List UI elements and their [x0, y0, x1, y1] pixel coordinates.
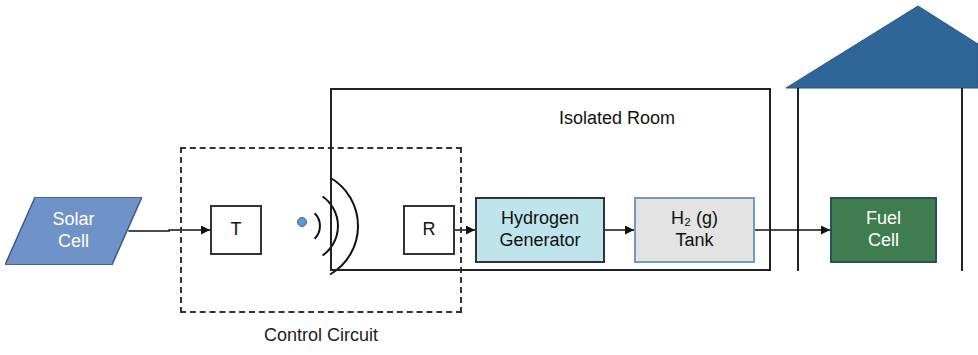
isolated-room: Isolated RoomHydrogen Generator H₂ (g) Ta… [330, 88, 771, 271]
flow-arrow [128, 230, 210, 231]
signal-wave [315, 213, 320, 238]
node-label: H₂ (g) Tank [659, 208, 731, 251]
fuel-cell: Fuel Cell [830, 197, 937, 263]
node-label: R [423, 219, 436, 241]
hydrogen-generator: Hydrogen Generator [475, 197, 605, 263]
flow-arrow [755, 229, 830, 231]
flow-arrow [455, 229, 475, 231]
node-label: Fuel Cell [856, 208, 912, 251]
node-label: Control Circuit [182, 325, 460, 347]
solar-cell-outline [5, 197, 142, 265]
node-label: Hydrogen Generator [484, 208, 596, 251]
node-label: Solar Cell [43, 209, 105, 252]
antenna-dot [298, 218, 307, 227]
hydrogen-tank: H₂ (g) Tank [634, 197, 755, 263]
house-roof [786, 6, 978, 88]
node-label: T [231, 219, 242, 241]
house-wall [797, 88, 799, 271]
solar-cell: Solar Cell [5, 197, 142, 265]
receiver-box: R [403, 205, 455, 255]
signal-wave [330, 178, 358, 275]
node-label: Isolated Room [465, 108, 769, 130]
control-circuit: Control CircuitTR [180, 147, 462, 313]
house-wall [961, 88, 963, 271]
flow-arrow [605, 229, 634, 231]
transmitter-box: T [210, 205, 262, 255]
